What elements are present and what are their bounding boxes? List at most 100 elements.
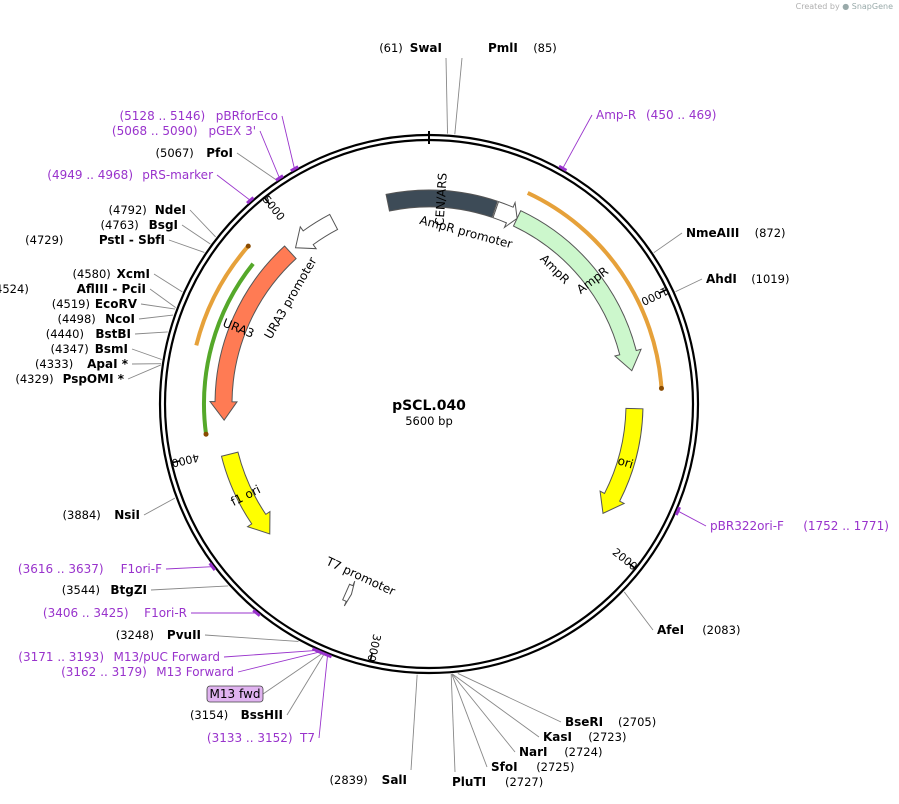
- credit-brand: SnapGene: [851, 2, 893, 11]
- site-name: BstBI: [95, 327, 131, 341]
- site-name: F1ori-R: [144, 606, 187, 620]
- primer-mark: [246, 196, 255, 205]
- site-label-pvuii[interactable]: PvuII(3248): [116, 628, 201, 642]
- cen-ars-arrow[interactable]: [385, 189, 499, 218]
- orf-orange-right-tip: [658, 385, 664, 391]
- site-label-kasi[interactable]: KasI (2723): [543, 730, 626, 744]
- site-label-f1ori-r[interactable]: F1ori-R (3406 .. 3425): [43, 606, 187, 620]
- tick-mark: [369, 652, 374, 663]
- site-position: (61): [379, 41, 403, 55]
- leader-line: [445, 57, 448, 134]
- leader-line: [223, 650, 317, 658]
- site-label-amp-r[interactable]: Amp-R(450 .. 469): [596, 108, 716, 122]
- snapgene-credit: Created by ● SnapGene: [796, 2, 893, 11]
- leader-line: [181, 224, 211, 245]
- site-label-pbrforeco[interactable]: pBRforEco(5128 .. 5146): [119, 109, 278, 123]
- site-label-pbr322ori-f[interactable]: pBR322ori-F(1752 .. 1771): [710, 519, 889, 533]
- site-label-f1ori-f[interactable]: F1ori-F(3616 .. 3637): [18, 562, 162, 576]
- site-label-pfoi[interactable]: PfoI(5067): [156, 146, 233, 160]
- site-label-bseri[interactable]: BseRI(2705): [565, 715, 656, 729]
- primer-mark: [275, 174, 284, 182]
- site-name: KasI: [543, 730, 572, 744]
- orf-orange-right: [526, 191, 664, 389]
- site-label-psti-sbfi[interactable]: PstI - SbfI(4729): [25, 233, 165, 247]
- site-position: (2727): [505, 775, 543, 789]
- site-label-t7[interactable]: T7(3133 .. 3152): [207, 731, 315, 745]
- site-label-pmli[interactable]: PmlI(85): [488, 41, 557, 55]
- site-name: pBRforEco: [216, 109, 278, 123]
- site-label-swai[interactable]: SwaI(61): [379, 41, 442, 55]
- f1-ori-arrow[interactable]: [220, 451, 271, 535]
- t7-promoter-arrow[interactable]: [342, 580, 356, 607]
- primer-mark: [558, 164, 568, 172]
- ura3-arrow[interactable]: [208, 245, 297, 421]
- site-label-ndei[interactable]: NdeI(4792): [109, 203, 186, 217]
- orf-marks: [194, 191, 664, 437]
- leader-line: [623, 591, 654, 631]
- site-name: NmeAIII: [686, 226, 739, 240]
- site-label-prs-marker[interactable]: pRS-marker(4949 .. 4968): [47, 168, 213, 182]
- site-label-bstbi[interactable]: BstBI(4440): [46, 327, 131, 341]
- site-position: (3171 .. 3193): [18, 650, 104, 664]
- leader-line: [150, 585, 229, 591]
- leader-line: [134, 331, 168, 335]
- site-label-afei[interactable]: AfeI(2083): [657, 623, 740, 637]
- primer-mark: [290, 165, 299, 173]
- site-position: (4524): [0, 282, 29, 296]
- leader-line: [153, 273, 183, 293]
- leader-line: [140, 303, 176, 310]
- site-position: (4329): [15, 372, 53, 386]
- site-label-bsshii[interactable]: BssHII(3154): [190, 708, 283, 722]
- leader-line: [216, 174, 251, 201]
- site-labels: SwaI(61) PmlI(85) Amp-R(450 .. 469) NmeAIII…: [0, 41, 889, 789]
- site-name: NcoI: [105, 312, 135, 326]
- site-name: PstI - SbfI: [99, 233, 165, 247]
- site-name: BssHII: [241, 708, 283, 722]
- site-name: BtgZI: [110, 583, 147, 597]
- site-position: (4792): [109, 203, 147, 217]
- site-position: (1752 .. 1771): [803, 519, 889, 533]
- site-label-ncoi[interactable]: NcoI (4498): [58, 312, 135, 326]
- site-label-apai-[interactable]: ApaI *(4333): [35, 357, 129, 371]
- site-label-bsgi[interactable]: BsgI(4763): [101, 218, 178, 232]
- leader-line: [451, 673, 516, 753]
- site-label-m13-fwd[interactable]: M13 fwd: [206, 685, 264, 703]
- site-position: (2723): [588, 730, 626, 744]
- site-label-ecorv[interactable]: EcoRV(4519): [52, 297, 138, 311]
- tick-label: 4000: [170, 451, 200, 470]
- orf-orange-left: [194, 244, 250, 346]
- site-label-afliii-pcii[interactable]: AflIII - PciI(4524): [0, 282, 146, 296]
- ampr-arrow[interactable]: [512, 210, 642, 372]
- primer-marks: [208, 164, 681, 659]
- leader-line: [236, 152, 277, 181]
- tick-mark: [263, 196, 271, 206]
- site-name: M13/pUC Forward: [113, 650, 220, 664]
- site-label-pspomi-[interactable]: PspOMI *(4329): [15, 372, 124, 386]
- site-name: NarI: [519, 745, 548, 759]
- site-position: (4498): [58, 312, 96, 326]
- site-label-btgzi[interactable]: BtgZI(3544): [62, 583, 147, 597]
- ori-label: ori: [616, 454, 635, 472]
- site-label-nari[interactable]: NarI(2724): [519, 745, 602, 759]
- ampr-promoter-arrow-arrow[interactable]: [492, 200, 518, 229]
- site-name: EcoRV: [95, 297, 138, 311]
- site-label-xcmi[interactable]: XcmI(4580): [73, 267, 150, 281]
- ura3-promoter-arrow[interactable]: [294, 213, 339, 250]
- site-position: (3162 .. 3179): [61, 665, 147, 679]
- site-position: (4763): [101, 218, 139, 232]
- ori-arrow[interactable]: [599, 407, 644, 515]
- site-label-pluti[interactable]: PluTI(2727): [452, 775, 543, 789]
- site-label-pgex-3-[interactable]: pGEX 3'(5068 .. 5090): [112, 124, 256, 138]
- site-label-bsmi[interactable]: BsmI(4347): [51, 342, 128, 356]
- leader-line: [451, 673, 488, 768]
- site-label-sali[interactable]: SalI(2839): [330, 773, 407, 787]
- site-label-m13-puc-forward[interactable]: M13/pUC Forward (3171 .. 3193): [18, 650, 220, 664]
- site-label-nsii[interactable]: NsiI(3884): [63, 508, 140, 522]
- site-label-sfoi[interactable]: SfoI(2725): [491, 760, 574, 774]
- site-position: (3406 .. 3425): [43, 606, 129, 620]
- site-label-nmeaiii[interactable]: NmeAIII(872): [686, 226, 786, 240]
- site-label-ahdi[interactable]: AhdI(1019): [706, 272, 789, 286]
- site-label-m13-forward[interactable]: M13 Forward(3162 .. 3179): [61, 665, 234, 679]
